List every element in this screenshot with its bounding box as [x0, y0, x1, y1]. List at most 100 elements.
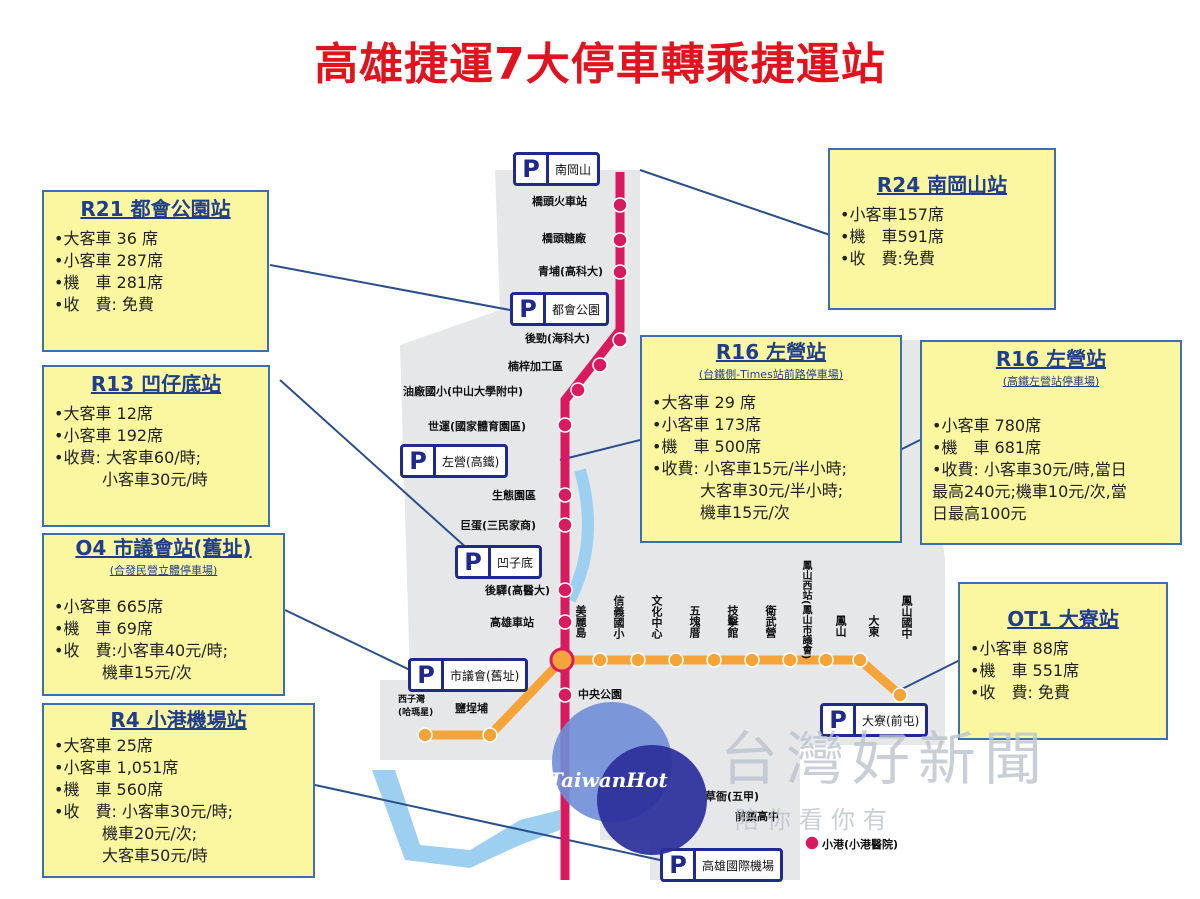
parking-icon: P — [464, 548, 482, 576]
box-line: •機 車 69席 — [54, 619, 153, 638]
station-label: 油廠國小(中山大學附中) — [403, 385, 524, 398]
box-line: 大客車30元/半小時; — [652, 481, 844, 500]
station-label: 生態園區 — [492, 489, 536, 502]
box-line: •機 車 500席 — [652, 437, 762, 456]
station-label: 大東 — [867, 615, 880, 637]
parking-label-r13: P 凹子底 — [455, 545, 543, 579]
box-line: 小客車30元/時 — [54, 470, 208, 489]
parking-icon: P — [409, 447, 427, 475]
parking-icon: P — [522, 155, 540, 183]
box-line: •大客車 25席 — [54, 736, 153, 755]
box-line: •機 車 551席 — [970, 661, 1080, 680]
watermark-text: 台灣好新聞 — [720, 725, 1051, 793]
parking-label-r24: P 南岡山 — [513, 152, 601, 186]
parking-station-name: 市議會(舊址) — [450, 668, 520, 683]
watermark-subtext: 陪你看你有 — [735, 806, 895, 834]
parking-icon: P — [829, 706, 847, 734]
box-line: 機車15元/次 — [652, 503, 790, 522]
station-label: 世運(國家體育園區) — [428, 420, 527, 433]
station-label: 橋頭火車站 — [532, 195, 587, 208]
logo-text: TaiwanHot — [548, 768, 668, 792]
station-label: 楠梓加工區 — [508, 360, 563, 373]
station-label: 小港(小港醫院) — [822, 838, 899, 851]
box-line: •小客車 287席 — [54, 251, 164, 270]
parking-label-r4: P 高雄國際機場 — [660, 848, 784, 882]
station-label: 後驛(高醫大) — [485, 584, 551, 597]
box-line: •收費: 大客車60/時; — [54, 448, 202, 467]
box-title: R21 都會公園站 — [80, 197, 231, 221]
station-label: 草衙(五甲) — [705, 790, 760, 803]
box-line: •收 費:免費 — [840, 249, 935, 268]
parking-station-name: 凹子底 — [497, 555, 534, 570]
station-label: 五塊厝 — [688, 605, 701, 638]
station-label: 鹽埕埔 — [455, 702, 488, 715]
station-label: 後勁(海科大) — [525, 332, 591, 345]
box-line: •收 費: 免費 — [54, 295, 154, 314]
parking-station-name: 都會公園 — [552, 302, 601, 317]
station-label: 鳳山西站(鳳山市議會) — [800, 560, 811, 660]
station-label: 西子灣(哈瑪星) — [398, 695, 434, 718]
station-label: 鳳山 — [834, 615, 847, 637]
station-label: 青埔(高科大) — [538, 265, 604, 278]
box-line: 大客車50元/時 — [54, 846, 208, 865]
box-line: •小客車 88席 — [970, 639, 1069, 658]
box-line: •小客車 192席 — [54, 426, 164, 445]
station-label: 技擊館 — [726, 605, 739, 638]
station-label: 橋頭糖廠 — [542, 232, 586, 245]
parking-icon: P — [669, 851, 687, 879]
box-line: •機 車 681席 — [932, 438, 1042, 457]
station-label: 前鎮高中 — [735, 810, 779, 823]
box-line: •大客車 12席 — [54, 404, 153, 423]
parking-station-name: 高雄國際機場 — [702, 858, 775, 873]
parking-label-r21: P 都會公園 — [510, 292, 610, 326]
box-title: R16 左營站 — [715, 340, 827, 364]
box-line: •收費: 小客車30元/時,當日 — [932, 460, 1127, 479]
box-subtitle: (合發民營立體停車場) — [109, 564, 218, 577]
box-line: •收 費: 小客車30元/時; — [54, 802, 234, 821]
parking-icon: P — [417, 661, 435, 689]
box-line: •小客車 173席 — [652, 415, 762, 434]
info-box-o4: O4 市議會站(舊址) (合發民營立體停車場) •小客車 665席 •機 車 6… — [42, 533, 285, 696]
parking-icon: P — [519, 295, 537, 323]
taiwanhot-logo — [552, 702, 707, 855]
station-label: 鳳山國中 — [900, 595, 913, 639]
station-label: 衛武營 — [764, 605, 777, 638]
box-line: •機 車 281席 — [54, 273, 164, 292]
box-line: •小客車 665席 — [54, 597, 164, 616]
info-box-r16-hsr: R16 左營站 (高鐵左營站停車場) •小客車 780席 •機 車 681席 •… — [920, 340, 1182, 545]
box-line: •大客車 36 席 — [54, 229, 158, 248]
box-line: 機車20元/次; — [54, 824, 198, 843]
parking-station-name: 南岡山 — [555, 162, 592, 177]
info-box-r4: R4 小港機場站 •大客車 25席 •小客車 1,051席 •機 車 560席 … — [42, 703, 315, 878]
station-label: 美麗島 — [574, 605, 587, 638]
info-box-r24: R24 南岡山站 •小客車157席 •機 車591席 •收 費:免費 — [828, 148, 1056, 310]
box-title: R4 小港機場站 — [110, 708, 247, 732]
info-box-r13: R13 凹仔底站 •大客車 12席 •小客車 192席 •收費: 大客車60/時… — [42, 365, 270, 527]
station-label: 高雄車站 — [490, 616, 534, 629]
box-title: O4 市議會站(舊址) — [75, 536, 252, 560]
box-line: •小客車 780席 — [932, 416, 1042, 435]
info-box-r21: R21 都會公園站 •大客車 36 席 •小客車 287席 •機 車 281席 … — [42, 190, 269, 352]
box-line: •小客車157席 — [840, 205, 944, 224]
info-box-ot1: OT1 大寮站 •小客車 88席 •機 車 551席 •收 費: 免費 — [958, 582, 1168, 740]
box-subtitle: (台鐵側-Times站前路停車場) — [698, 368, 844, 381]
box-line: •機 車591席 — [840, 227, 944, 246]
box-title: OT1 大寮站 — [1007, 607, 1119, 631]
station-label: 中央公園 — [578, 688, 622, 701]
page-title: 高雄捷運7大停車轉乘捷運站 — [314, 39, 886, 90]
box-line: •小客車 1,051席 — [54, 758, 179, 777]
parking-label-o4: P 市議會(舊址) — [408, 658, 529, 692]
box-line: •大客車 29 席 — [652, 393, 756, 412]
box-title: R16 左營站 — [995, 347, 1107, 371]
parking-station-name: 大寮(前屯) — [862, 713, 920, 728]
info-box-r16-tra: R16 左營站 (台鐵側-Times站前路停車場) •大客車 29 席 •小客車… — [640, 335, 902, 543]
box-line: 日最高100元 — [932, 504, 1027, 523]
parking-station-name: 左營(高鐵) — [442, 454, 500, 469]
station-label: 信義國小 — [612, 595, 625, 639]
box-title: R24 南岡山站 — [876, 173, 1008, 197]
parking-label-r16: P 左營(高鐵) — [400, 444, 509, 478]
box-line: •收 費:小客車40元/時; — [54, 641, 228, 660]
parking-label-ot1: P 大寮(前屯) — [820, 703, 929, 737]
box-line: 機車15元/次 — [54, 663, 192, 682]
box-line: 最高240元;機車10元/次,當 — [932, 482, 1127, 501]
